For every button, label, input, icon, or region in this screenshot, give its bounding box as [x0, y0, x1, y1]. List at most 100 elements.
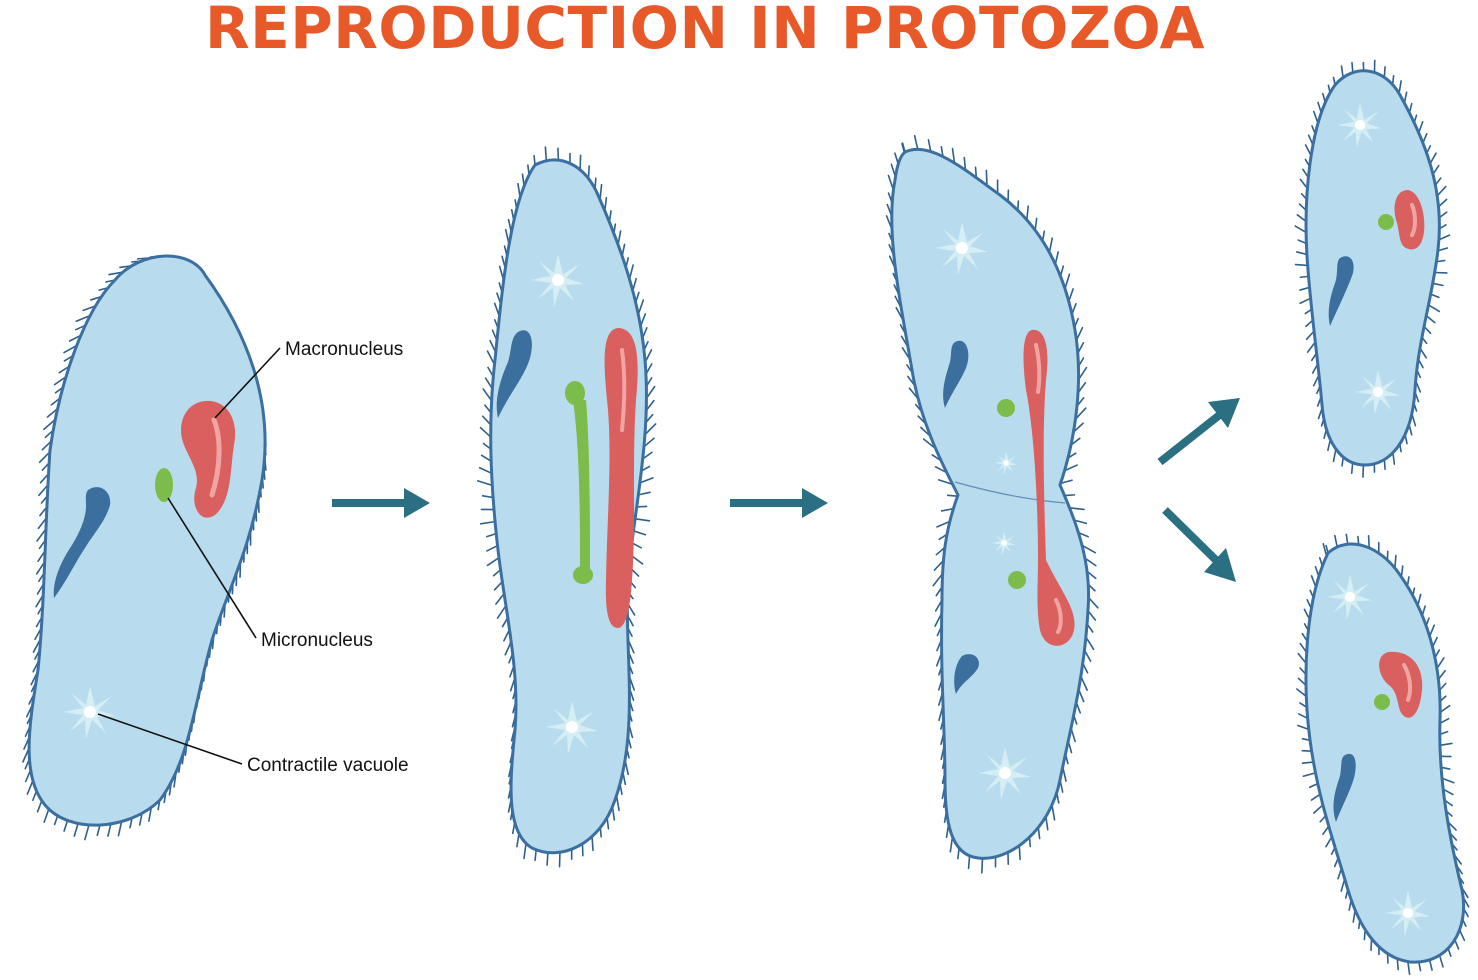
cilium — [1294, 263, 1309, 267]
cilium — [951, 147, 956, 164]
cilium — [980, 857, 984, 874]
cell-1-parent — [22, 254, 267, 841]
daughter-cell-bottom — [1296, 533, 1470, 976]
cilium — [1301, 749, 1313, 752]
cilium — [985, 169, 988, 187]
cilium — [1438, 234, 1451, 241]
cilium — [946, 494, 959, 498]
cilium — [1087, 596, 1099, 609]
cilium — [117, 820, 123, 837]
cilium — [546, 851, 549, 866]
cilium — [1334, 534, 1338, 548]
cilium — [1301, 761, 1315, 764]
cilium — [1431, 282, 1444, 287]
cilium — [1425, 314, 1436, 324]
cilium — [591, 835, 594, 852]
cell-1-micronucleus — [155, 468, 173, 502]
cilium — [1396, 957, 1400, 971]
cilium — [1073, 519, 1088, 525]
cilium — [36, 799, 43, 813]
cilium — [1068, 506, 1085, 511]
cell-1-body — [27, 254, 267, 827]
cell-3-macronucleus-dividing — [1023, 329, 1075, 646]
cilium — [496, 604, 507, 619]
cell-3-constriction-line — [954, 481, 1066, 504]
label-micronucleus: Micronucleus — [261, 630, 373, 651]
cilium — [927, 139, 932, 153]
daughter-bottom-macronucleus — [1379, 651, 1423, 718]
leader-micronucleus — [167, 497, 257, 639]
cilium — [1340, 65, 1344, 79]
cilium — [73, 822, 79, 837]
cilium — [913, 134, 919, 151]
cilium — [1350, 461, 1354, 474]
cilium — [148, 806, 153, 822]
cilium — [43, 808, 50, 823]
daughter-bottom-micronucleus — [1374, 694, 1390, 710]
cilium — [479, 426, 492, 438]
cilium — [1059, 479, 1073, 485]
cell-1-oral-groove — [53, 487, 111, 598]
daughter-bottom-body — [1304, 542, 1465, 964]
cell-3-body — [890, 147, 1091, 860]
cilium — [1407, 960, 1411, 976]
cell-3-oral-groove-top — [943, 340, 969, 408]
cilium — [1312, 804, 1324, 814]
cell-3-oral-groove-bottom — [954, 654, 980, 694]
cell-2-oral-groove — [496, 330, 532, 418]
cilium — [476, 480, 494, 487]
leader-macronucleus — [214, 347, 281, 419]
cilium — [1081, 544, 1097, 554]
daughter-top-micronucleus — [1378, 214, 1394, 230]
cilium — [486, 556, 500, 567]
cell-2-macronucleus — [604, 328, 638, 628]
label-contractile-vacuole: Contractile vacuole — [247, 755, 409, 776]
daughter-top-oral-groove — [1328, 256, 1354, 326]
cilium — [523, 842, 527, 860]
cilium — [26, 779, 34, 795]
cilium — [1437, 247, 1449, 252]
cilium — [480, 454, 492, 463]
cilium — [1441, 777, 1455, 784]
arrow-to-daughter-bottom — [1162, 507, 1236, 582]
cilium — [1048, 237, 1054, 254]
cilium — [1018, 844, 1021, 861]
cilium — [486, 544, 499, 552]
cilium — [75, 314, 92, 323]
cilium — [1438, 954, 1444, 968]
cell-1-macronucleus — [181, 400, 236, 518]
page-title: REPRODUCTION IN PROTOZOA — [205, 0, 1205, 62]
cilium — [482, 388, 493, 402]
daughter-top-body — [1304, 69, 1441, 467]
cilium — [1332, 448, 1337, 463]
arrow-to-daughter-top — [1157, 398, 1240, 466]
cilium — [1084, 557, 1097, 567]
cell-2-body — [489, 158, 648, 855]
cilium — [967, 855, 971, 870]
cilium — [1297, 724, 1310, 731]
cell-2-dividing — [476, 146, 657, 868]
cilium — [63, 344, 78, 354]
cilium — [1026, 205, 1029, 221]
cilium — [643, 437, 655, 448]
cilium — [481, 415, 492, 426]
cilium — [1063, 464, 1078, 472]
cilium — [1428, 959, 1433, 971]
cilium — [1299, 297, 1312, 305]
cell-2-micronucleus-dividing — [565, 381, 593, 584]
cilium — [634, 518, 651, 522]
cilium — [534, 849, 537, 862]
cilium — [1367, 535, 1371, 549]
leader-contractile-vacuole — [97, 713, 243, 765]
cilium — [84, 824, 90, 841]
cilium — [481, 494, 494, 499]
cilium — [1302, 772, 1317, 778]
cell-3-micronucleus-bottom — [1008, 571, 1026, 589]
cilium — [1294, 225, 1307, 234]
cilium — [639, 477, 654, 484]
daughter-bottom-oral-groove — [1333, 753, 1356, 822]
cilium — [96, 824, 101, 837]
cilium — [107, 823, 112, 837]
cilium — [963, 156, 967, 171]
